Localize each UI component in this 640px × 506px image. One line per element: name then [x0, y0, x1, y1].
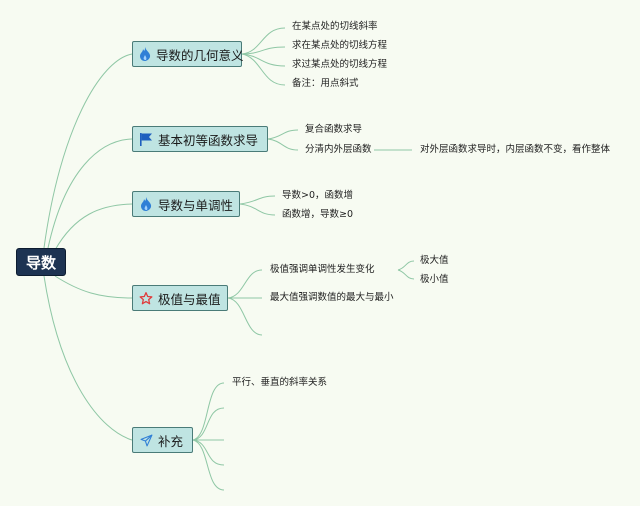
- branch-supplement[interactable]: 补充: [132, 427, 193, 453]
- leaf-local-max: 极大值: [420, 255, 449, 266]
- connector-root-b2: [47, 138, 133, 249]
- leaf-composite-derivative: 复合函数求导: [305, 124, 363, 135]
- connector-b1-l4: [241, 53, 286, 86]
- leaf-derivative-positive: 导数>0，函数增: [282, 190, 354, 201]
- connector-b2-l2: [267, 138, 299, 151]
- connector-b2-l1: [267, 129, 299, 140]
- root-node[interactable]: 导数: [16, 248, 66, 276]
- leaf-tangent-slope: 在某点处的切线斜率: [292, 21, 378, 32]
- branch-basic-derivatives[interactable]: 基本初等函数求导: [132, 126, 268, 152]
- paper-plane-icon: [139, 433, 153, 447]
- leaf-tangent-at-point: 求在某点处的切线方程: [292, 40, 388, 51]
- branch-monotonicity[interactable]: 导数与单调性: [132, 191, 240, 217]
- leaf-extremum-monotonic: 极值强调单调性发生变化: [270, 264, 375, 275]
- connector-b4-l1: [227, 269, 263, 299]
- branch-geometric-meaning[interactable]: 导数的几何意义: [132, 41, 244, 67]
- branch-label: 导数的几何意义: [156, 47, 244, 63]
- connector-b5-l1: [192, 382, 225, 441]
- connector-b1-l1: [241, 27, 286, 55]
- root-label: 导数: [25, 253, 56, 272]
- connector-b1-l3: [241, 53, 286, 67]
- flame-icon: [139, 47, 151, 61]
- leaf-local-min: 极小值: [420, 274, 449, 285]
- leaf-max-min-value: 最大值强调数值的最大与最小: [270, 292, 394, 303]
- leaf-tangent-through-point: 求过某点处的切线方程: [292, 59, 388, 70]
- connector-b5-l2: [192, 407, 225, 441]
- branch-label: 导数与单调性: [158, 197, 234, 213]
- branch-extremum[interactable]: 极值与最值: [132, 285, 228, 311]
- leaf-function-increasing: 函数增，导数≥0: [282, 209, 354, 220]
- connector-b4-l3: [227, 297, 263, 336]
- star-icon: [139, 291, 153, 305]
- leaf-inner-outer: 分清内外层函数: [305, 144, 372, 155]
- flame-icon: [139, 197, 153, 211]
- leaf-note-point-slope: 备注：用点斜式: [292, 78, 359, 89]
- connector-b5-l5: [192, 439, 225, 491]
- flag-icon: [139, 132, 153, 146]
- connector-b3-l1: [239, 195, 276, 205]
- connector-root-b5: [43, 275, 133, 441]
- connector-root-b3: [54, 203, 133, 251]
- connector-b5-l4: [192, 439, 225, 466]
- connector-b3-l2: [239, 203, 276, 216]
- leaf-parallel-perpendicular: 平行、垂直的斜率关系: [232, 377, 328, 388]
- connector-root-b1: [43, 53, 133, 249]
- leaf-inner-outer-note: 对外层函数求导时，内层函数不变，看作整体: [420, 144, 611, 155]
- connector-b4-sub2: [397, 269, 415, 280]
- connector-root-b4: [54, 275, 133, 299]
- branch-label: 基本初等函数求导: [158, 132, 259, 148]
- branch-label: 极值与最值: [158, 291, 221, 307]
- connector-b1-l2: [241, 46, 286, 55]
- connector-b4-sub1: [397, 260, 415, 271]
- branch-label: 补充: [158, 433, 184, 449]
